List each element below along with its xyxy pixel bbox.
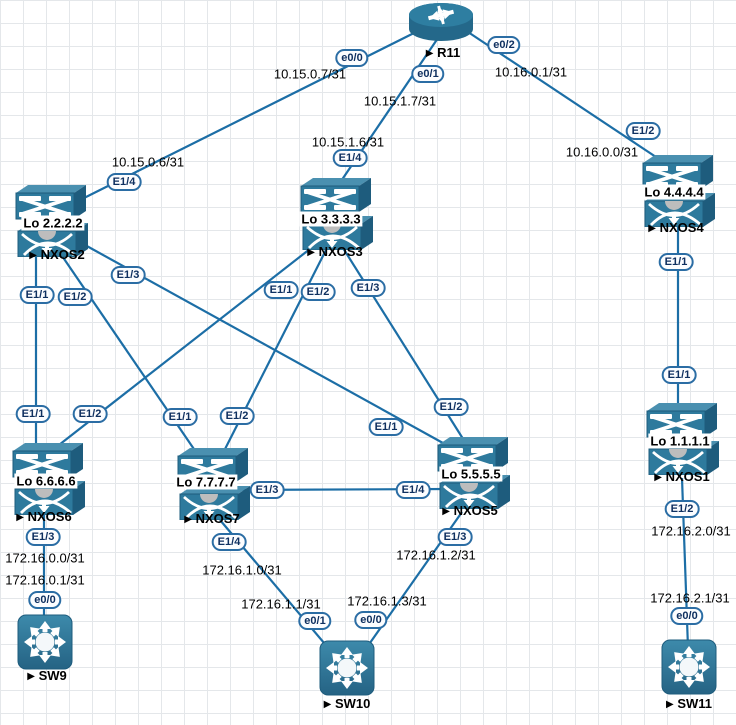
multilayer-switch-icon-sw10[interactable] bbox=[319, 640, 375, 701]
ip-label-nxos6-sw9-b: 172.16.0.1/31 bbox=[5, 572, 85, 588]
port-label-nxos3-e1-2[interactable]: E1/2 bbox=[300, 283, 336, 301]
port-label-nxos1-e1-1[interactable]: E1/1 bbox=[661, 366, 697, 384]
node-label-text: NXOS6 bbox=[27, 509, 72, 524]
port-label-nxos5-e1-4[interactable]: E1/4 bbox=[395, 481, 431, 499]
ip-label-r11-nxos4-b: 10.16.0.0/31 bbox=[565, 144, 639, 160]
loopback-label-nxos3: Lo 3.3.3.3 bbox=[299, 211, 363, 227]
ip-label-r11-nxos3-b: 10.15.1.6/31 bbox=[311, 134, 385, 150]
port-label-nxos7-e1-4[interactable]: E1/4 bbox=[211, 533, 247, 551]
ip-label-r11-nxos2-a: 10.15.0.7/31 bbox=[273, 66, 347, 82]
port-label-nxos6-e1-1[interactable]: E1/1 bbox=[15, 405, 51, 423]
node-marker: ▶ bbox=[184, 514, 192, 525]
node-label-sw10: ▶ SW10 bbox=[324, 696, 371, 712]
node-label-nxos4: ▶ NXOS4 bbox=[648, 220, 703, 236]
port-label-nxos4-e1-1[interactable]: E1/1 bbox=[658, 253, 694, 271]
port-label-sw10-e0-1[interactable]: e0/1 bbox=[298, 612, 332, 630]
ip-label-nxos1-sw11-b: 172.16.2.1/31 bbox=[650, 590, 730, 606]
node-label-nxos7: ▶ NXOS7 bbox=[184, 511, 239, 527]
node-label-nxos6: ▶ NXOS6 bbox=[16, 509, 71, 525]
link-nxos2-nxos5[interactable] bbox=[84, 244, 453, 449]
node-marker: ▶ bbox=[323, 699, 332, 710]
multilayer-switch-icon-sw9[interactable] bbox=[17, 614, 73, 675]
ip-label-nxos7-sw10-b: 172.16.1.1/31 bbox=[241, 596, 321, 612]
node-marker: ▶ bbox=[16, 512, 24, 523]
node-label-nxos2: ▶ NXOS2 bbox=[29, 247, 84, 263]
node-label-nxos5: ▶ NXOS5 bbox=[442, 503, 497, 519]
ip-label-nxos1-sw11-a: 172.16.2.0/31 bbox=[651, 523, 731, 539]
node-marker: ▶ bbox=[27, 671, 35, 682]
port-label-r11-e0-0[interactable]: e0/0 bbox=[335, 49, 369, 67]
node-label-text: NXOS2 bbox=[40, 247, 85, 262]
port-label-nxos5-e1-3[interactable]: E1/3 bbox=[437, 528, 473, 546]
node-label-text: SW10 bbox=[334, 696, 371, 711]
port-label-nxos7-e1-2[interactable]: E1/2 bbox=[219, 407, 255, 425]
node-label-text: NXOS4 bbox=[659, 220, 704, 235]
node-marker: ▶ bbox=[648, 223, 656, 234]
node-marker: ▶ bbox=[665, 699, 674, 710]
router-icon-r11[interactable] bbox=[408, 2, 474, 47]
node-label-text: NXOS5 bbox=[453, 503, 498, 518]
port-label-nxos7-e1-1[interactable]: E1/1 bbox=[162, 408, 198, 426]
node-label-sw9: ▶ SW9 bbox=[27, 668, 67, 684]
loopback-label-nxos7: Lo 7.7.7.7 bbox=[174, 474, 238, 490]
port-label-nxos3-e1-4[interactable]: E1/4 bbox=[332, 149, 368, 167]
port-label-nxos2-e1-4[interactable]: E1/4 bbox=[106, 173, 142, 191]
ip-label-nxos5-sw10-a: 172.16.1.2/31 bbox=[396, 547, 476, 563]
node-label-text: SW11 bbox=[677, 696, 713, 711]
port-label-r11-e0-1[interactable]: e0/1 bbox=[411, 65, 445, 83]
port-label-sw9-e0-0[interactable]: e0/0 bbox=[28, 591, 62, 609]
loopback-label-nxos2: Lo 2.2.2.2 bbox=[21, 215, 85, 231]
multilayer-switch-icon-sw11[interactable] bbox=[661, 639, 717, 700]
port-label-nxos6-e1-3[interactable]: E1/3 bbox=[25, 528, 61, 546]
port-label-nxos3-e1-1[interactable]: E1/1 bbox=[263, 281, 299, 299]
node-marker: ▶ bbox=[654, 472, 662, 483]
loopback-label-nxos4: Lo 4.4.4.4 bbox=[642, 184, 706, 200]
port-label-nxos4-e1-2[interactable]: E1/2 bbox=[625, 122, 661, 140]
ip-label-nxos7-sw10-a: 172.16.1.0/31 bbox=[202, 562, 282, 578]
node-marker: ▶ bbox=[29, 250, 37, 261]
loopback-label-nxos1: Lo 1.1.1.1 bbox=[648, 433, 712, 449]
port-label-nxos2-e1-1[interactable]: E1/1 bbox=[19, 286, 55, 304]
port-label-nxos1-e1-2[interactable]: E1/2 bbox=[664, 500, 700, 518]
port-label-r11-e0-2[interactable]: e0/2 bbox=[487, 36, 521, 54]
node-marker: ▶ bbox=[307, 247, 315, 258]
port-label-nxos3-e1-3[interactable]: E1/3 bbox=[350, 279, 386, 297]
node-label-text: NXOS3 bbox=[318, 244, 363, 259]
port-label-nxos5-e1-1[interactable]: E1/1 bbox=[368, 418, 404, 436]
ip-label-nxos5-sw10-b: 172.16.1.3/31 bbox=[347, 593, 427, 609]
loopback-label-nxos5: Lo 5.5.5.5 bbox=[439, 466, 503, 482]
ip-label-r11-nxos2-b: 10.15.0.6/31 bbox=[111, 154, 185, 170]
port-label-nxos2-e1-3[interactable]: E1/3 bbox=[110, 266, 146, 284]
port-label-sw11-e0-0[interactable]: e0/0 bbox=[670, 607, 704, 625]
port-label-nxos5-e1-2[interactable]: E1/2 bbox=[433, 398, 469, 416]
port-label-nxos2-e1-2[interactable]: E1/2 bbox=[57, 288, 93, 306]
node-label-text: NXOS7 bbox=[195, 511, 240, 526]
node-marker: ▶ bbox=[442, 506, 450, 517]
ip-label-r11-nxos3-a: 10.15.1.7/31 bbox=[363, 93, 437, 109]
loopback-label-nxos6: Lo 6.6.6.6 bbox=[14, 473, 78, 489]
node-label-r11: ▶ R11 bbox=[426, 45, 460, 61]
port-label-nxos7-e1-3[interactable]: E1/3 bbox=[249, 481, 285, 499]
node-label-nxos3: ▶ NXOS3 bbox=[307, 244, 362, 260]
port-label-nxos6-e1-2[interactable]: E1/2 bbox=[72, 405, 108, 423]
node-label-text: NXOS1 bbox=[665, 469, 710, 484]
ip-label-nxos6-sw9-a: 172.16.0.0/31 bbox=[5, 550, 85, 566]
node-label-text: SW9 bbox=[38, 668, 67, 683]
node-label-nxos1: ▶ NXOS1 bbox=[654, 469, 709, 485]
node-label-sw11: ▶ SW11 bbox=[666, 696, 712, 712]
node-label-text: R11 bbox=[437, 45, 461, 60]
ip-label-r11-nxos4-a: 10.16.0.1/31 bbox=[494, 64, 568, 80]
port-label-sw10-e0-0[interactable]: e0/0 bbox=[354, 611, 388, 629]
node-marker: ▶ bbox=[425, 48, 434, 59]
